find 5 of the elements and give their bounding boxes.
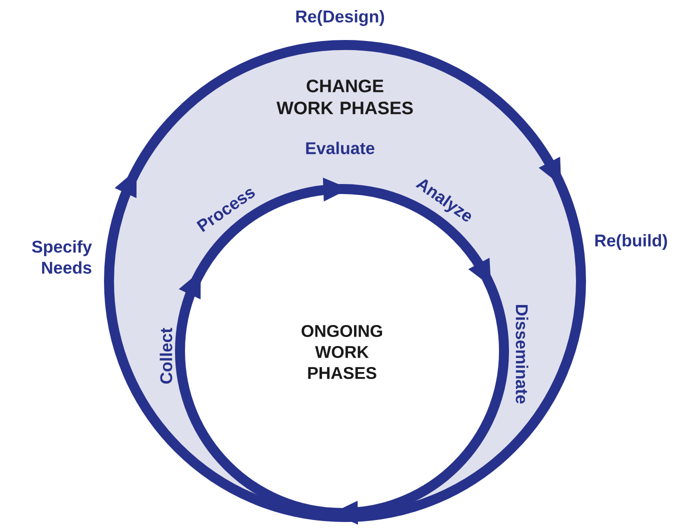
cycle-label: Re(Design) <box>296 10 384 26</box>
node-label: ONGOING WORK PHASES <box>302 324 382 380</box>
phase-label: Evaluate <box>306 142 374 154</box>
cycle-label: Re(build) <box>595 234 667 250</box>
cycle-label: Specify Needs <box>32 240 92 274</box>
